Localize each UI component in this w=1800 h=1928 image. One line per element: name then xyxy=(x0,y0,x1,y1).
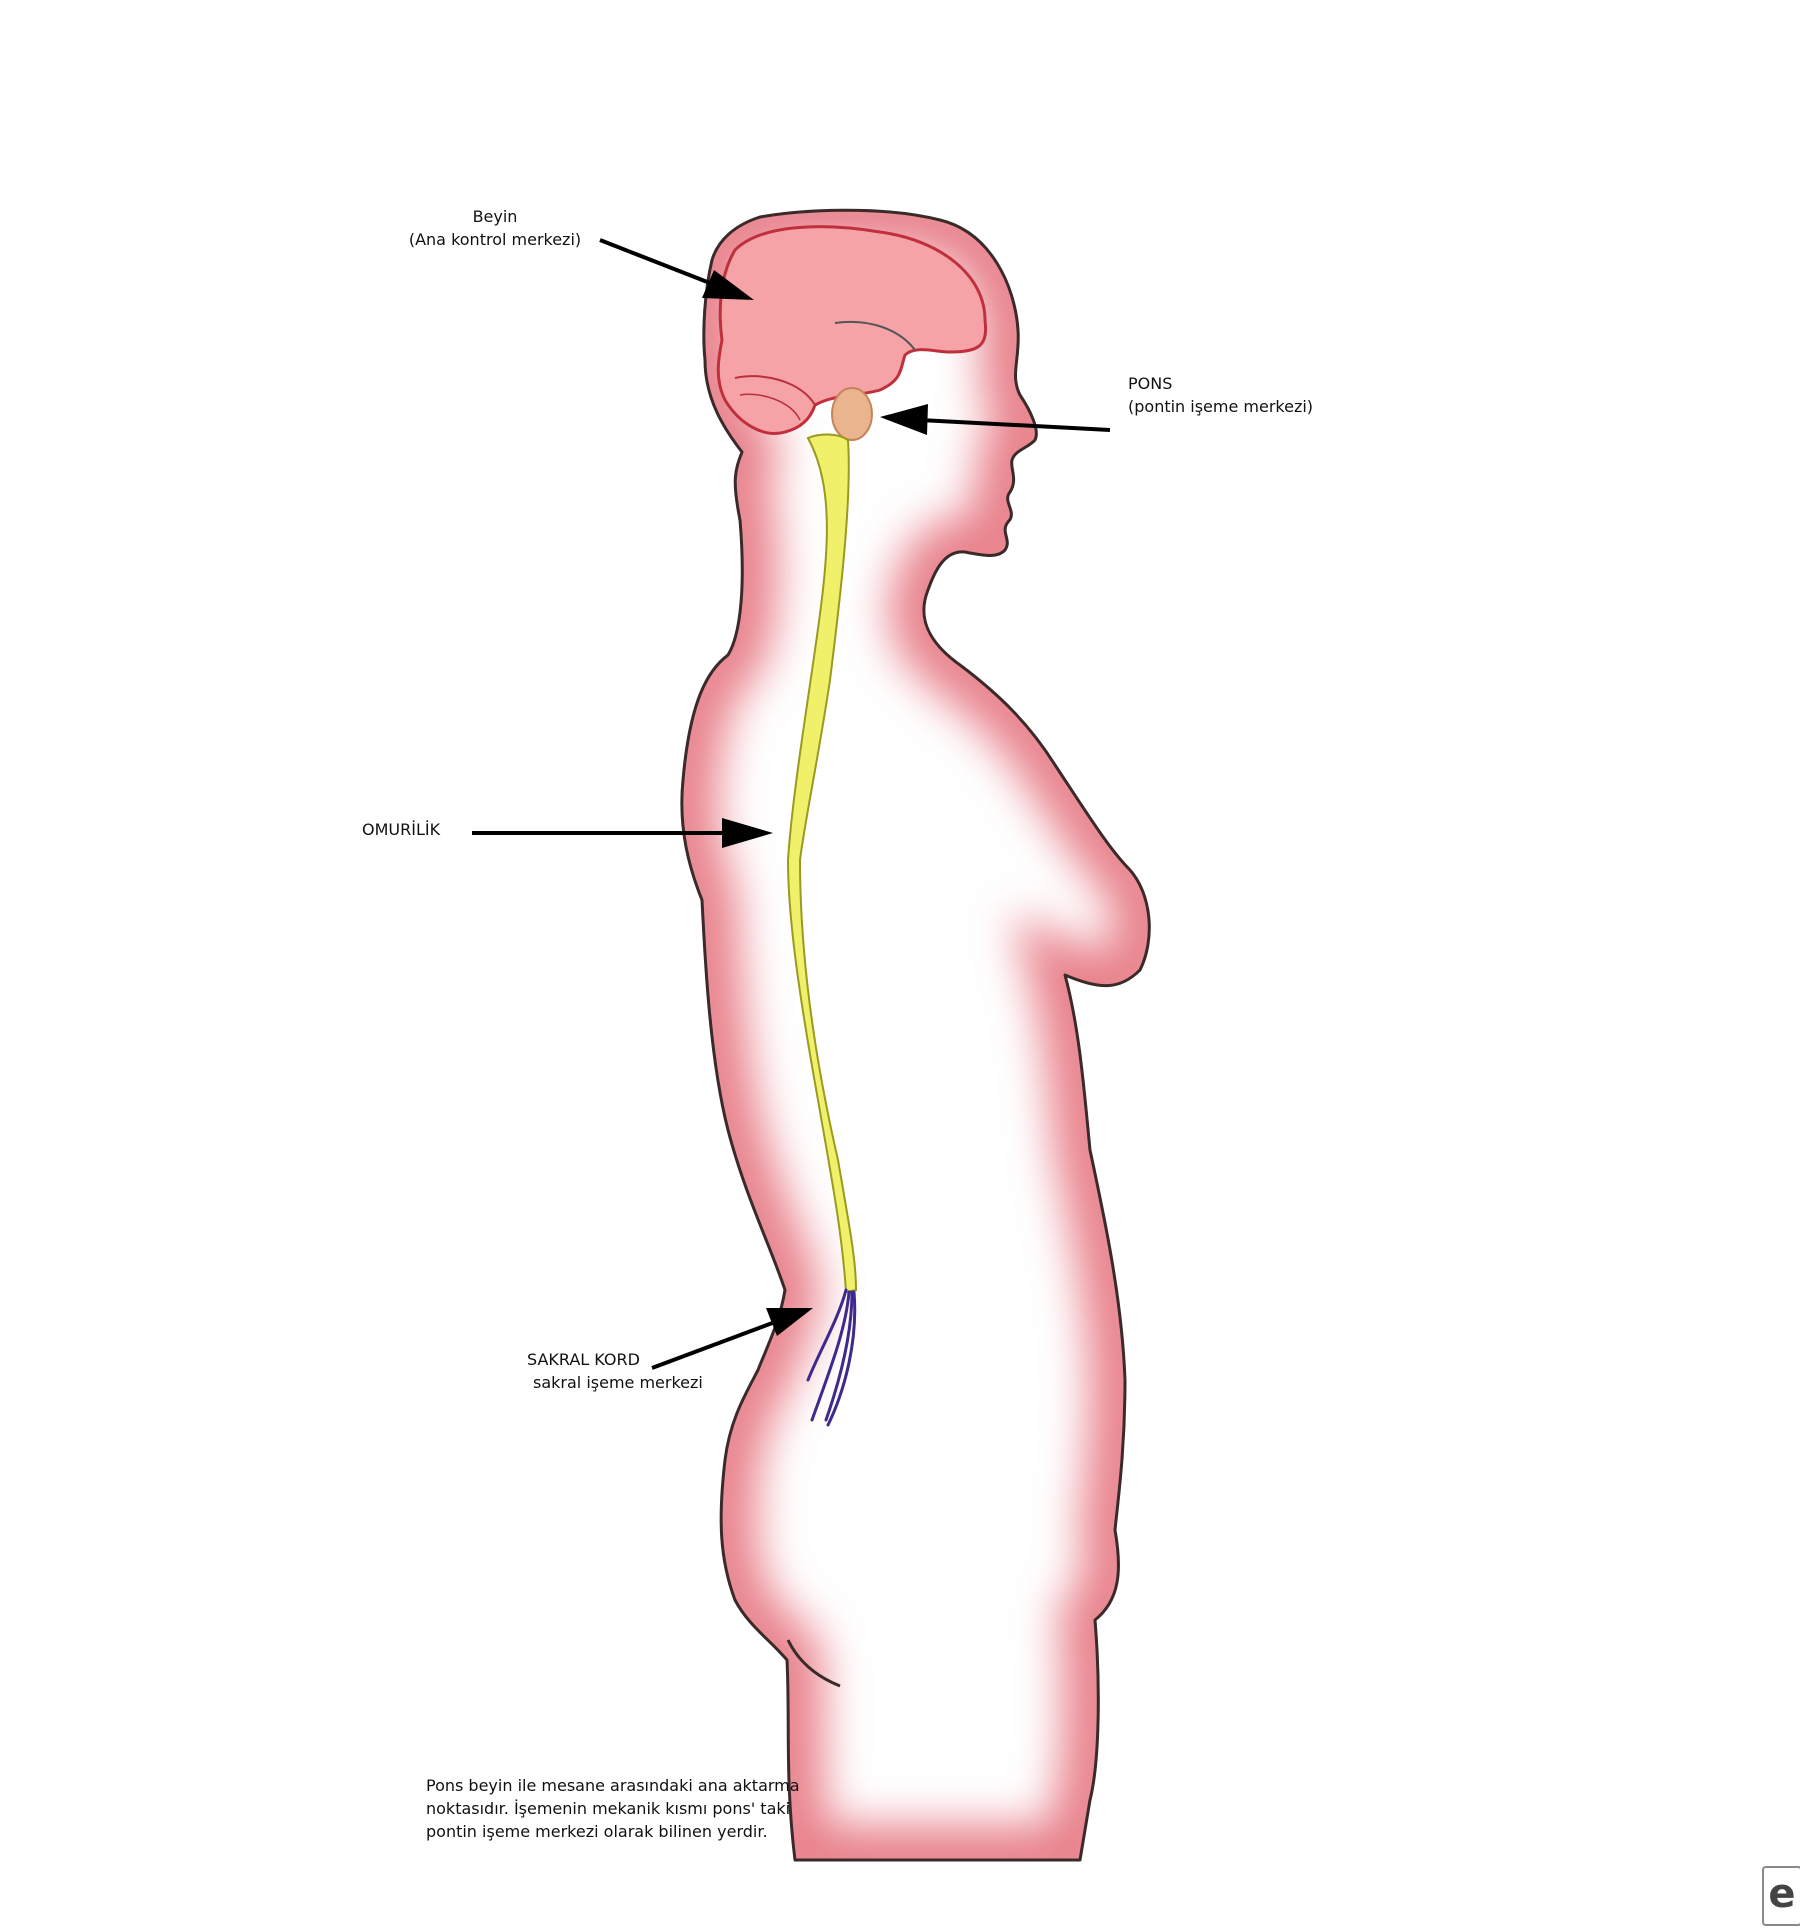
note-line-1: Pons beyin ile mesane arasındaki ana akt… xyxy=(426,1776,800,1795)
explanatory-note: Pons beyin ile mesane arasındaki ana akt… xyxy=(426,1774,826,1843)
brain xyxy=(716,225,988,435)
brain-label: Beyin (Ana kontrol merkezi) xyxy=(380,205,610,251)
pons-label-subtitle: (pontin işeme merkezi) xyxy=(1128,397,1314,416)
sacral-nerves xyxy=(806,1288,857,1427)
spinal-cord-label: OMURİLİK xyxy=(362,820,441,839)
body-silhouette xyxy=(680,208,1151,1862)
note-line-3: pontin işeme merkezi olarak bilinen yerd… xyxy=(426,1822,768,1841)
pons xyxy=(831,387,873,441)
brain-label-title: Beyin xyxy=(472,207,518,226)
sacral-cord-label: SAKRAL KORD sakral işeme merkezi xyxy=(527,1348,703,1394)
pons-label: PONS (pontin işeme merkezi) xyxy=(1128,372,1313,418)
sacral-cord-label-title: SAKRAL KORD xyxy=(527,1350,640,1369)
brain-label-subtitle: (Ana kontrol merkezi) xyxy=(408,230,582,249)
arrows xyxy=(472,238,1111,1370)
sacral-arrow xyxy=(651,1308,813,1370)
pons-arrow xyxy=(880,404,1111,435)
sacral-cord-label-subtitle: sakral işeme merkezi xyxy=(533,1373,703,1392)
pons-label-title: PONS xyxy=(1128,374,1173,393)
note-line-2: noktasıdır. İşemenin mekanik kısmı pons'… xyxy=(426,1799,791,1818)
brain-arrow xyxy=(599,238,754,300)
spinal-cord xyxy=(786,433,858,1294)
spinal-cord-arrow xyxy=(472,818,773,848)
site-logo: e xyxy=(1762,1866,1800,1926)
